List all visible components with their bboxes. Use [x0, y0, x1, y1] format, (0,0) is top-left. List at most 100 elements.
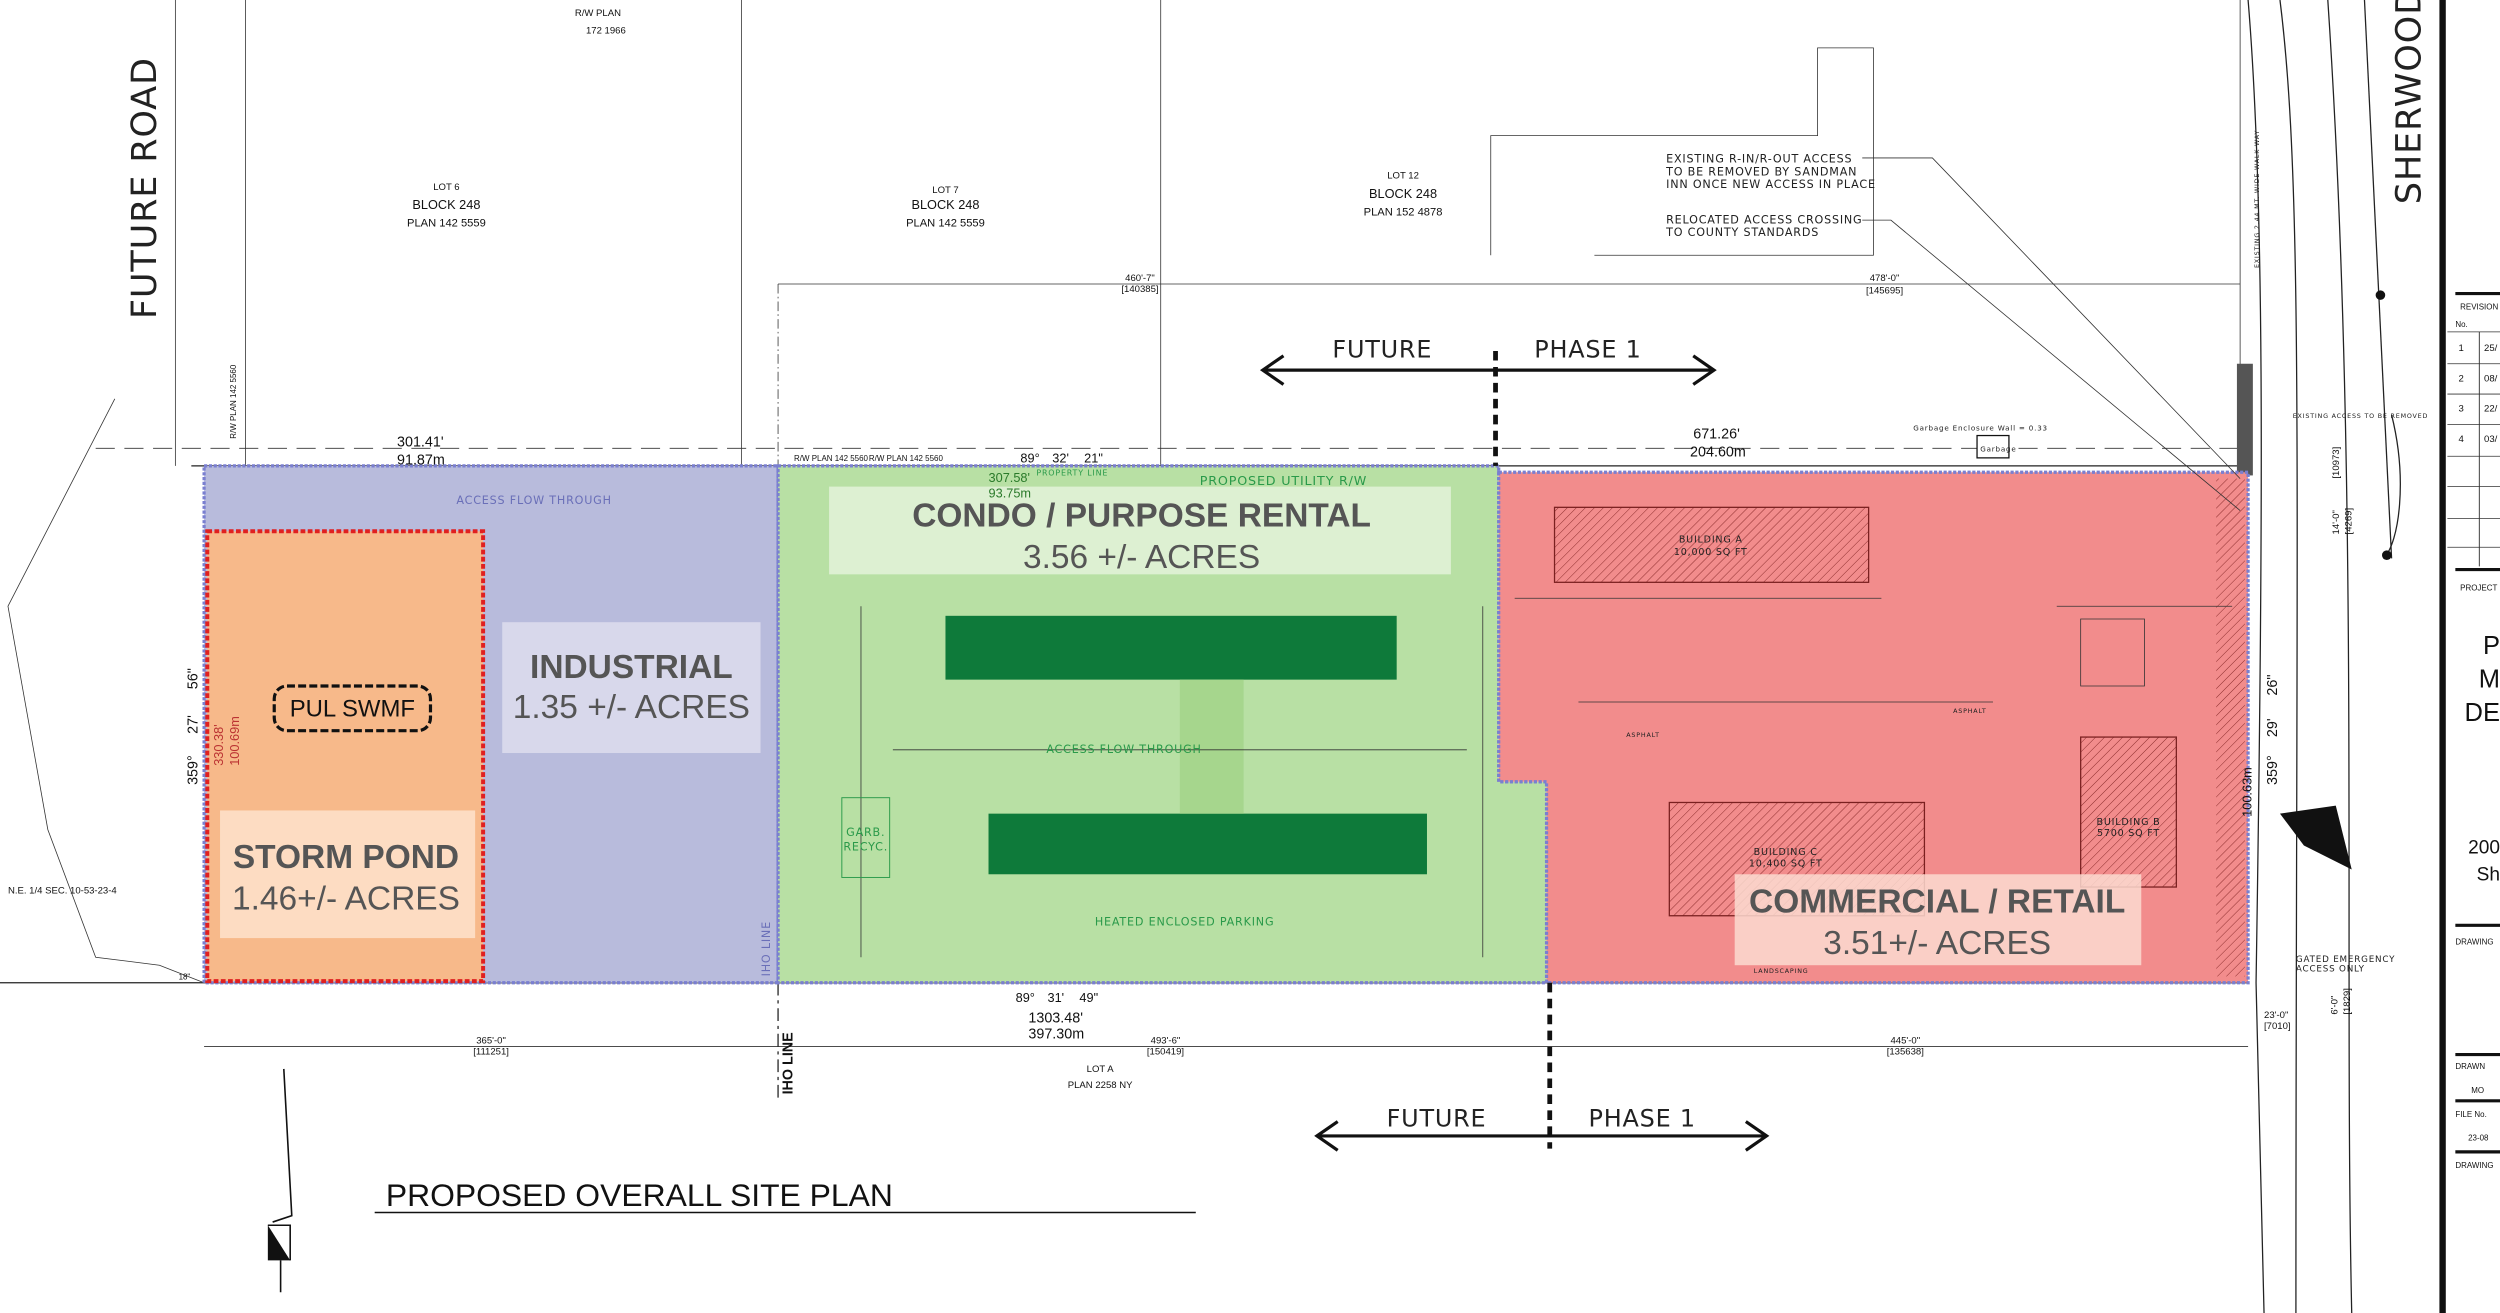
building-a — [1553, 506, 1870, 583]
building-b-name: BUILDING B — [2097, 817, 2161, 828]
dim-text: [10973] — [2331, 447, 2342, 479]
revision-no-header: No. — [2455, 320, 2467, 329]
building-b-area: 5700 SQ FT — [2097, 828, 2160, 839]
rw-plan-boundary-1: R/W PLAN 142 5560 — [794, 454, 869, 463]
rw-plan-label: R/W PLAN — [575, 8, 621, 19]
dim-text: [135638] — [1887, 1047, 1924, 1058]
lot12-label: LOT 12 — [1387, 171, 1419, 182]
iho-line-label: IHO LINE — [780, 1032, 796, 1094]
building-c-area: 10,400 SQ FT — [1749, 858, 1823, 869]
future-road-label: FUTURE ROAD — [124, 57, 165, 319]
dim-text: 478'-0" — [1870, 273, 1900, 284]
dim-text: 18" — [179, 973, 191, 982]
revision-no: 4 — [2459, 434, 2465, 445]
dim-text: 671.26' — [1693, 427, 1740, 443]
asphalt-label: ASPHALT — [1626, 731, 1659, 739]
dim-text: 493'-6" — [1151, 1035, 1181, 1046]
dim-text: 89° — [1020, 451, 1039, 466]
project-line: M — [2479, 666, 2500, 694]
rw-plan-number: 172 1966 — [586, 26, 626, 37]
swmf-tag: PUL SWMF — [290, 695, 415, 722]
dim-text: 445'-0" — [1890, 1035, 1920, 1046]
industrial-title: INDUSTRIAL — [530, 649, 733, 686]
dimensions: 301.41' 91.87m 460'-7" [140385] 478'-0" … — [179, 273, 2355, 1058]
storm-pond-title: STORM POND — [233, 839, 459, 876]
property-line-label: PROPERTY LINE — [1036, 468, 1108, 477]
file-number: 23-08 — [2468, 1134, 2489, 1143]
commercial-zone — [1497, 470, 2250, 985]
condo-north-m: 93.75m — [989, 486, 1032, 501]
revision-header: REVISION — [2460, 303, 2498, 312]
sherwood-road — [2236, 0, 2401, 1313]
revision-date: 03/ — [2484, 434, 2498, 445]
industrial-label: INDUSTRIAL 1.35 +/- ACRES — [502, 622, 761, 754]
commercial-area: 3.51+/- ACRES — [1823, 925, 2051, 962]
dim-text: 460'-7" — [1125, 273, 1155, 284]
note-line: RELOCATED ACCESS CROSSING — [1666, 213, 1862, 226]
rw-plan-vertical: R/W PLAN 142 5560 — [229, 364, 238, 439]
drawn-label: DRAWN — [2455, 1062, 2485, 1071]
dim-text: [145695] — [1866, 286, 1903, 297]
dim-text: 32' — [1052, 451, 1069, 466]
building-c-name: BUILDING C — [1754, 847, 1818, 858]
dim-text: 100.63m — [2239, 767, 2254, 817]
garbage-wall-note: Garbage Enclosure Wall = 0.33 — [1913, 424, 2048, 433]
storm-pond-label: PUL SWMF STORM POND 1.46+/- ACRES — [232, 684, 460, 917]
dim-text: 6'-0" — [2329, 996, 2340, 1015]
lot12-plan: PLAN 152 4878 — [1364, 206, 1443, 218]
dim-text: [140385] — [1121, 284, 1158, 295]
garbage-label: Garbage — [1980, 444, 2016, 453]
file-label: FILE No. — [2455, 1110, 2486, 1119]
dim-text: [1829] — [2342, 988, 2353, 1015]
dim-text: 56" — [186, 668, 202, 689]
building-a-name: BUILDING A — [1679, 534, 1743, 545]
dim-text: 397.30m — [1028, 1027, 1084, 1043]
drawn-by: MO — [2471, 1086, 2484, 1095]
revision-date: 08/ — [2484, 373, 2498, 384]
storm-pond-area: 1.46+/- ACRES — [232, 880, 460, 917]
dim-text: [150419] — [1147, 1047, 1184, 1058]
dim-text: 204.60m — [1690, 444, 1746, 460]
dim-text: 359° — [186, 755, 202, 785]
rw-plan-boundary-2: R/W PLAN 142 5560 — [869, 454, 944, 463]
revision-no: 3 — [2459, 404, 2464, 415]
project-line: DE — [2465, 699, 2500, 727]
quarter-section-label: N.E. 1/4 SEC. 10-53-23-4 — [8, 885, 117, 896]
revision-date: 22/ — [2484, 404, 2498, 415]
lot7-label: LOT 7 — [932, 185, 958, 196]
drawing-no-label: DRAWING — [2455, 1161, 2493, 1170]
heated-parking-label: HEATED ENCLOSED PARKING — [1095, 915, 1275, 928]
condo-north-ft: 307.58' — [989, 470, 1030, 485]
dim-text: 21" — [1084, 451, 1103, 466]
sherwood-label: SHERWOOD — [2388, 0, 2429, 204]
asphalt-label: ASPHALT — [1953, 707, 1986, 715]
utility-rw-label: PROPOSED UTILITY R/W — [1200, 474, 1367, 489]
condo-building-south — [988, 813, 1427, 875]
industrial-area: 1.35 +/- ACRES — [513, 689, 750, 726]
dim-text: 301.41' — [397, 435, 444, 451]
phase-marker-north: FUTURE PHASE 1 — [1259, 335, 1717, 466]
dim-text: 26" — [2265, 675, 2281, 696]
condo-area: 3.56 +/- ACRES — [1023, 539, 1260, 576]
future-label-south: FUTURE — [1387, 1104, 1487, 1132]
note-line: TO COUNTY STANDARDS — [1665, 226, 1819, 239]
condo-details: ACCESS FLOW THROUGH ACCESS FLOW THROUGH … — [456, 468, 1367, 976]
revision-rows: 1 25/ 2 08/ 3 22/ 4 03/ — [2447, 331, 2500, 548]
lot6-label: LOT 6 — [433, 182, 459, 193]
project-label: PROJECT — [2460, 583, 2497, 592]
note-line: TO BE REMOVED BY SANDMAN — [1665, 165, 1857, 178]
commercial-title: COMMERCIAL / RETAIL — [1749, 884, 2125, 921]
address-line: 200 — [2468, 838, 2500, 859]
commercial-label: COMMERCIAL / RETAIL 3.51+/- ACRES — [1749, 884, 2125, 962]
building-b — [2080, 736, 2177, 888]
note-line: EXISTING R-IN/R-OUT ACCESS — [1666, 153, 1852, 166]
gated-note: ACCESS ONLY — [2296, 965, 2365, 975]
dim-text: [111251] — [473, 1047, 509, 1058]
north-arrow-icon — [267, 1068, 293, 1293]
dim-text: 27' — [186, 715, 202, 734]
address-line: Sh — [2477, 865, 2500, 886]
garb-label: GARB. — [846, 826, 885, 839]
dim-text: 100.69m — [227, 716, 242, 766]
project-line: P — [2483, 632, 2500, 660]
lot7-block: BLOCK 248 — [911, 197, 979, 212]
